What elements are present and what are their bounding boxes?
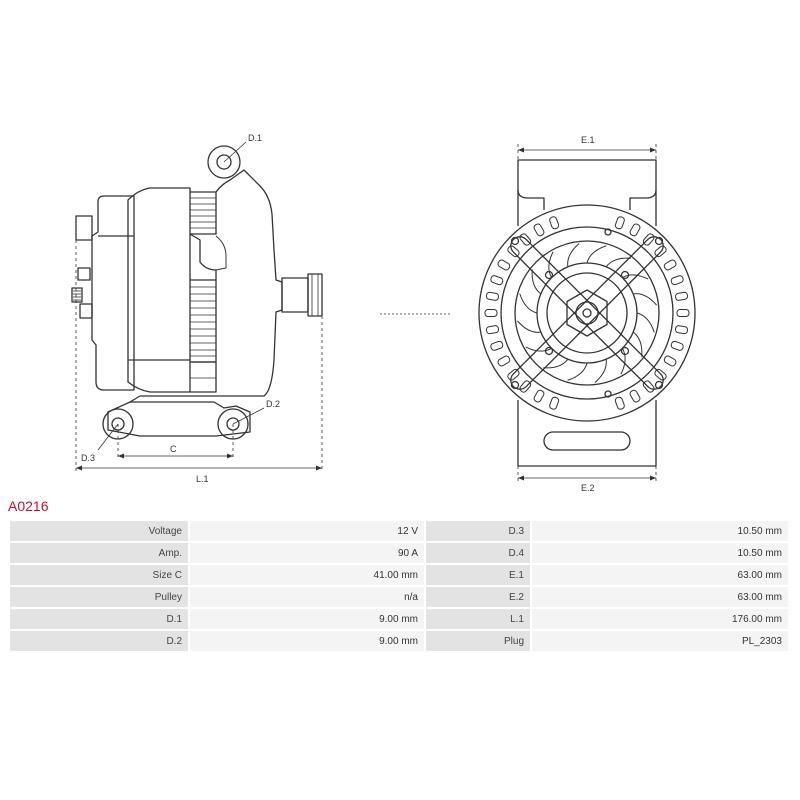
spec-label: Pulley — [10, 587, 188, 607]
spec-label: D.1 — [10, 609, 188, 629]
spec-value: 176.00 mm — [532, 609, 788, 629]
housing-tooth — [629, 389, 641, 403]
housing-tooth — [485, 291, 499, 301]
spec-value: 12 V — [190, 521, 424, 541]
spec-label: D.2 — [10, 631, 188, 651]
front-dimensions — [517, 144, 657, 482]
spec-label: Voltage — [10, 521, 188, 541]
fan-blade — [567, 362, 588, 381]
spec-value: 10.50 mm — [532, 543, 788, 563]
fan-blades — [517, 243, 657, 383]
housing-tooth — [507, 245, 520, 258]
housing-tooth — [519, 380, 532, 393]
spec-value: 63.00 mm — [532, 587, 788, 607]
housing-tooth — [654, 245, 667, 258]
spec-value: 90 A — [190, 543, 424, 563]
label-l1: L.1 — [196, 474, 209, 484]
spec-label: E.2 — [426, 587, 530, 607]
housing-tooth — [484, 309, 498, 317]
housing-tooth — [549, 216, 560, 230]
housing-tooth — [614, 216, 625, 230]
cross-arms — [510, 236, 664, 390]
housing-tooth — [642, 233, 655, 246]
spec-label: Size C — [10, 565, 188, 585]
housing-tooth — [629, 223, 641, 237]
spec-value: 10.50 mm — [532, 521, 788, 541]
spec-label: Plug — [426, 631, 530, 651]
spec-label: E.1 — [426, 565, 530, 585]
fan-blade — [525, 346, 552, 352]
fan-blade — [633, 293, 657, 306]
fan-blade — [531, 269, 542, 295]
housing-tooth — [675, 291, 689, 301]
spec-value: 63.00 mm — [532, 565, 788, 585]
housing-tooth — [654, 368, 667, 381]
label-d2: D.2 — [266, 399, 280, 409]
spec-label: Amp. — [10, 543, 188, 563]
fan-blade — [519, 293, 538, 314]
label-d1: D.1 — [248, 133, 262, 143]
housing-tooth — [614, 396, 625, 410]
spec-value: PL_2303 — [532, 631, 788, 651]
spec-label: D.3 — [426, 521, 530, 541]
housing-teeth — [484, 216, 690, 410]
label-e2: E.2 — [581, 483, 595, 493]
spec-label: D.4 — [426, 543, 530, 563]
fan-blade — [517, 320, 541, 333]
fan-blade — [567, 243, 580, 267]
spec-value: 9.00 mm — [190, 631, 424, 651]
housing-tooth — [485, 325, 499, 335]
housing-tooth — [663, 355, 677, 367]
side-view — [71, 145, 323, 440]
spec-label: L.1 — [426, 609, 530, 629]
alternator-drawing: D.1 D.2 D.3 C L.1 E.1 E.2 — [71, 133, 696, 493]
housing-tooth — [533, 223, 545, 237]
housing-tooth — [490, 275, 504, 286]
fan-blade — [620, 348, 626, 375]
part-number: A0216 — [8, 498, 49, 514]
fan-blade — [586, 245, 607, 264]
fan-blade — [543, 358, 569, 369]
housing-tooth — [533, 389, 545, 403]
spec-value: 41.00 mm — [190, 565, 424, 585]
housing-tooth — [507, 368, 520, 381]
fan-blade — [622, 274, 649, 280]
housing-tooth — [663, 259, 677, 271]
label-e1: E.1 — [581, 135, 595, 145]
housing-tooth — [670, 275, 684, 286]
housing-tooth — [497, 259, 511, 271]
housing-tooth — [519, 233, 532, 246]
spec-value: 9.00 mm — [190, 609, 424, 629]
label-d3: D.3 — [81, 453, 95, 463]
housing-tooth — [497, 355, 511, 367]
fan-blade — [594, 359, 607, 383]
housing-tooth — [675, 325, 689, 335]
housing-tooth — [490, 340, 504, 351]
housing-tooth — [549, 396, 560, 410]
fan-blade — [632, 331, 643, 357]
housing-tooth — [670, 340, 684, 351]
side-dimensions — [75, 141, 323, 472]
label-c: C — [170, 444, 177, 454]
spec-value: n/a — [190, 587, 424, 607]
fan-blade — [605, 257, 631, 268]
fan-blade — [548, 251, 554, 278]
housing-tooth — [676, 309, 690, 317]
housing-tooth — [642, 380, 655, 393]
fan-blade — [636, 312, 655, 333]
front-view — [478, 159, 696, 467]
